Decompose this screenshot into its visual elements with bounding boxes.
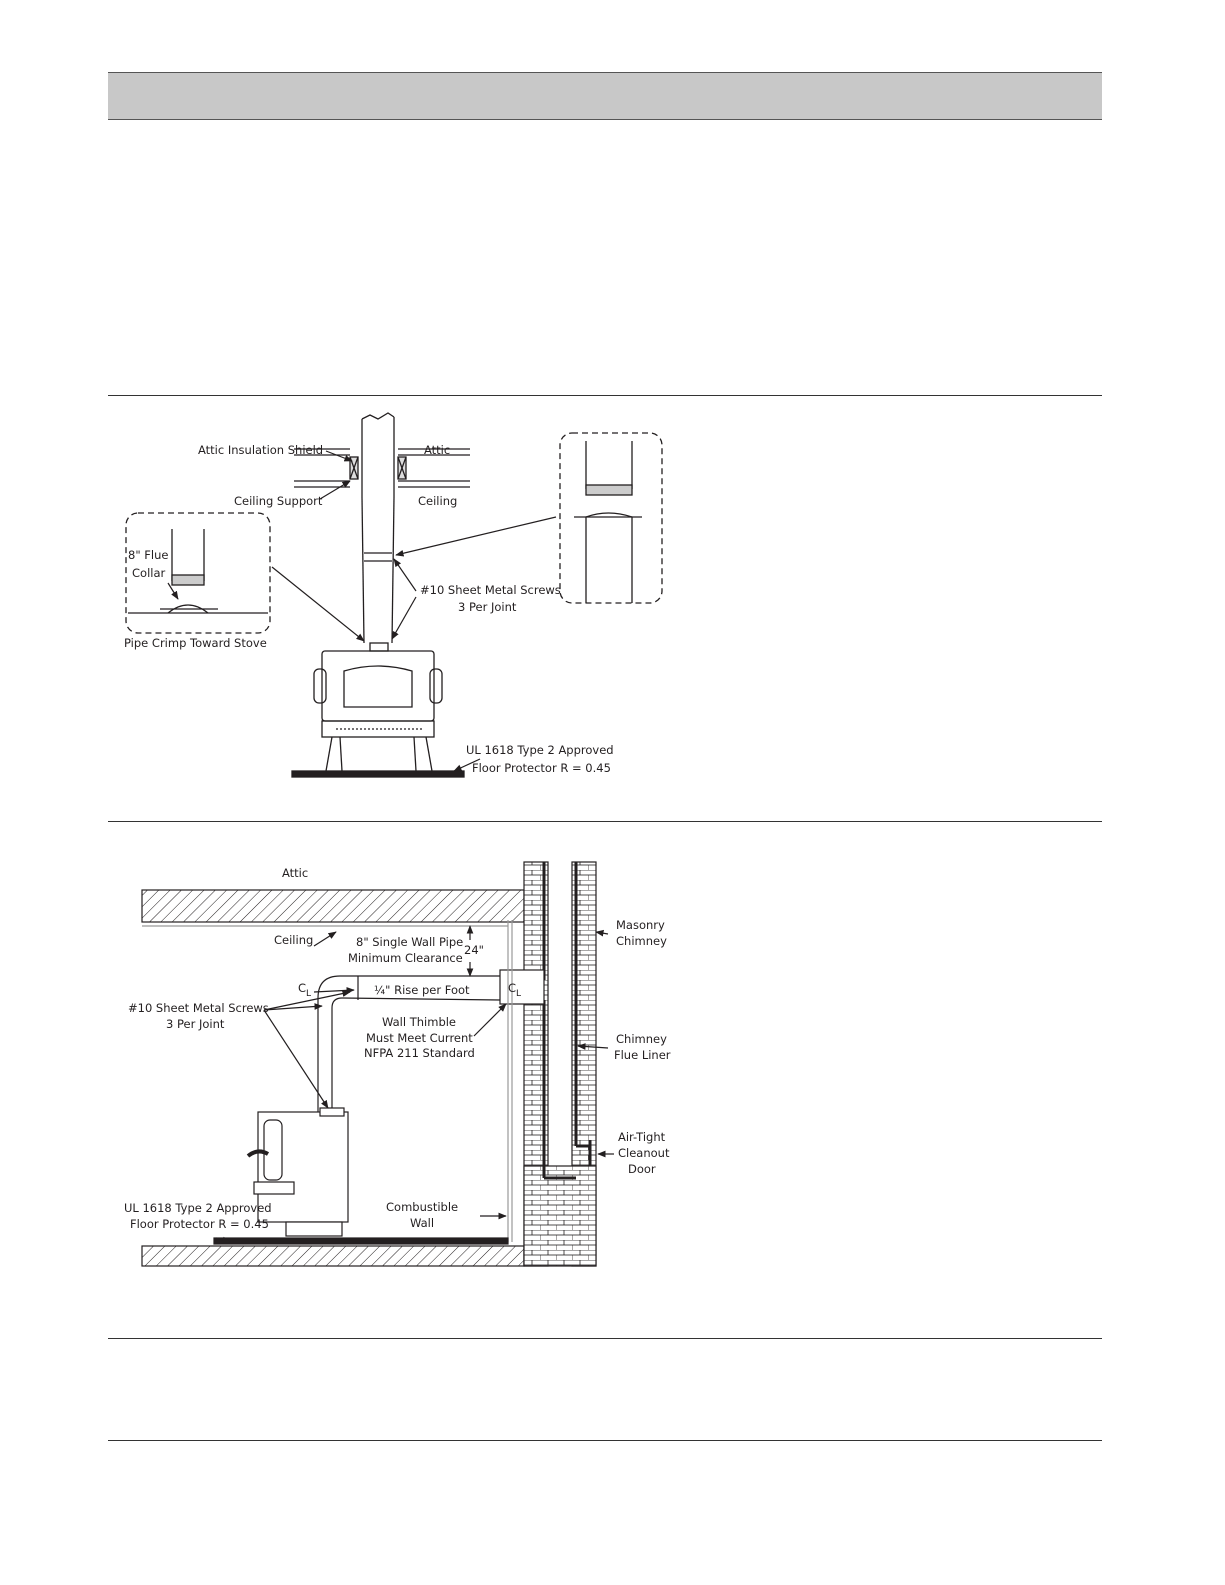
label-pipe-crimp: Pipe Crimp Toward Stove	[124, 636, 267, 650]
label-floor-1: UL 1618 Type 2 Approved	[124, 1201, 272, 1215]
label-screws-2: 3 Per Joint	[458, 600, 517, 614]
label-liner-2: Flue Liner	[614, 1048, 671, 1062]
label-attic-insulation-shield: Attic Insulation Shield	[198, 443, 323, 457]
label-thimble-1: Wall Thimble	[382, 1015, 456, 1029]
label-centerline: CL	[298, 981, 311, 999]
masonry-chimney-diagram: Attic Ceiling 8" Single Wall Pipe Minimu…	[108, 850, 688, 1280]
label-masonry-1: Masonry	[616, 918, 665, 932]
vertical-installation-diagram: Attic Insulation Shield Attic Ceiling Su…	[108, 405, 688, 795]
label-cleanout-2: Cleanout	[618, 1146, 670, 1160]
label-attic: Attic	[424, 443, 450, 457]
label-clearance: 24"	[464, 943, 484, 957]
label-flue-collar-1: 8" Flue	[128, 548, 168, 562]
section-divider	[108, 395, 1102, 396]
label-thimble-2: Must Meet Current	[366, 1031, 473, 1045]
label-combustible-2: Wall	[410, 1216, 434, 1230]
label-ceiling: Ceiling	[274, 933, 313, 947]
vertical-installation-svg: Attic Insulation Shield Attic Ceiling Su…	[124, 412, 663, 778]
masonry-chimney-svg: Attic Ceiling 8" Single Wall Pipe Minimu…	[124, 861, 671, 1267]
label-combustible-1: Combustible	[386, 1200, 458, 1214]
label-floor-protector-2: Floor Protector R = 0.45	[472, 761, 611, 775]
label-pipe-1: 8" Single Wall Pipe	[356, 935, 463, 949]
label-screws-1: #10 Sheet Metal Screws	[128, 1001, 269, 1015]
label-floor-protector-1: UL 1618 Type 2 Approved	[466, 743, 614, 757]
section-divider	[108, 1440, 1102, 1441]
label-pipe-2: Minimum Clearance	[348, 951, 463, 965]
section-header-bar	[108, 72, 1102, 120]
label-floor-2: Floor Protector R = 0.45	[130, 1217, 269, 1231]
label-screws-1: #10 Sheet Metal Screws	[420, 583, 561, 597]
section-divider	[108, 1338, 1102, 1339]
label-ceiling: Ceiling	[418, 494, 457, 508]
section-divider	[108, 821, 1102, 822]
label-centerline-thimble: CL	[508, 981, 521, 999]
label-cleanout-1: Air-Tight	[618, 1130, 666, 1144]
label-screws-2: 3 Per Joint	[166, 1017, 225, 1031]
label-rise: ¼" Rise per Foot	[374, 983, 470, 997]
label-attic: Attic	[282, 866, 308, 880]
label-masonry-2: Chimney	[616, 934, 667, 948]
label-flue-collar-2: Collar	[132, 566, 166, 580]
label-thimble-3: NFPA 211 Standard	[364, 1046, 475, 1060]
label-liner-1: Chimney	[616, 1032, 667, 1046]
label-cleanout-3: Door	[628, 1162, 656, 1176]
label-ceiling-support: Ceiling Support	[234, 494, 323, 508]
